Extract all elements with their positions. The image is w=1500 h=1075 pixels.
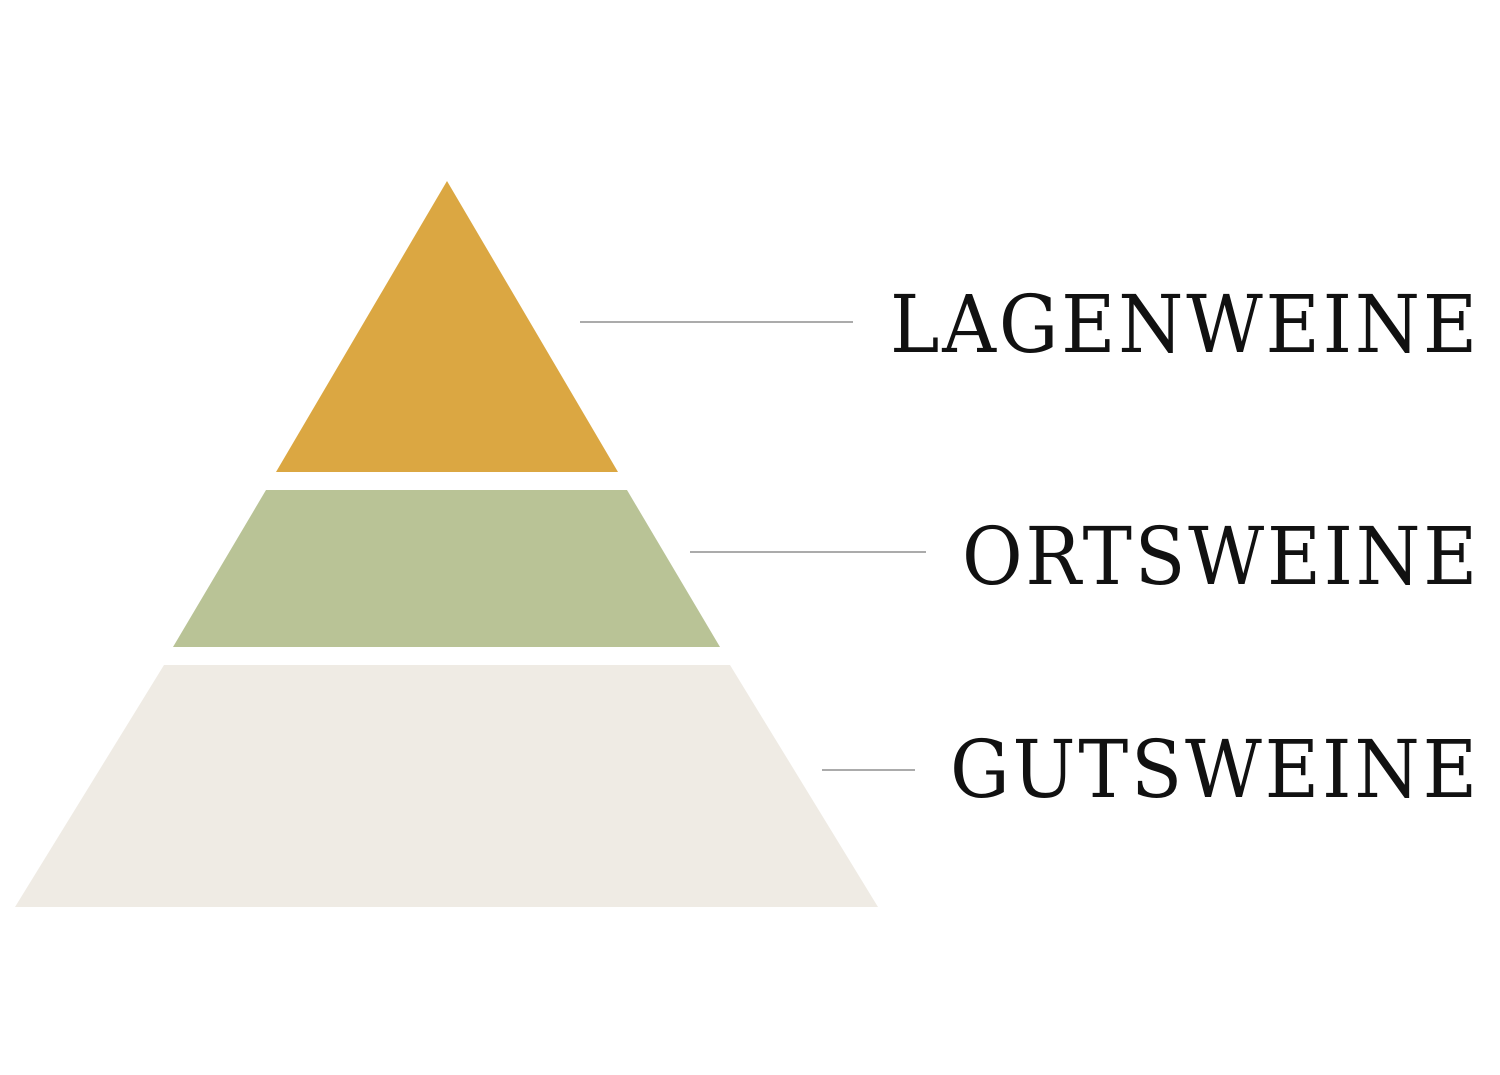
- tier-top-label: LAGENWEINE: [890, 278, 1480, 371]
- tier-top-shape: [276, 181, 618, 472]
- tier-middle-label: ORTSWEINE: [962, 510, 1480, 603]
- tier-bottom-label: GUTSWEINE: [950, 723, 1480, 816]
- tier-middle-shape: [173, 490, 720, 647]
- tier-bottom-shape: [15, 665, 878, 907]
